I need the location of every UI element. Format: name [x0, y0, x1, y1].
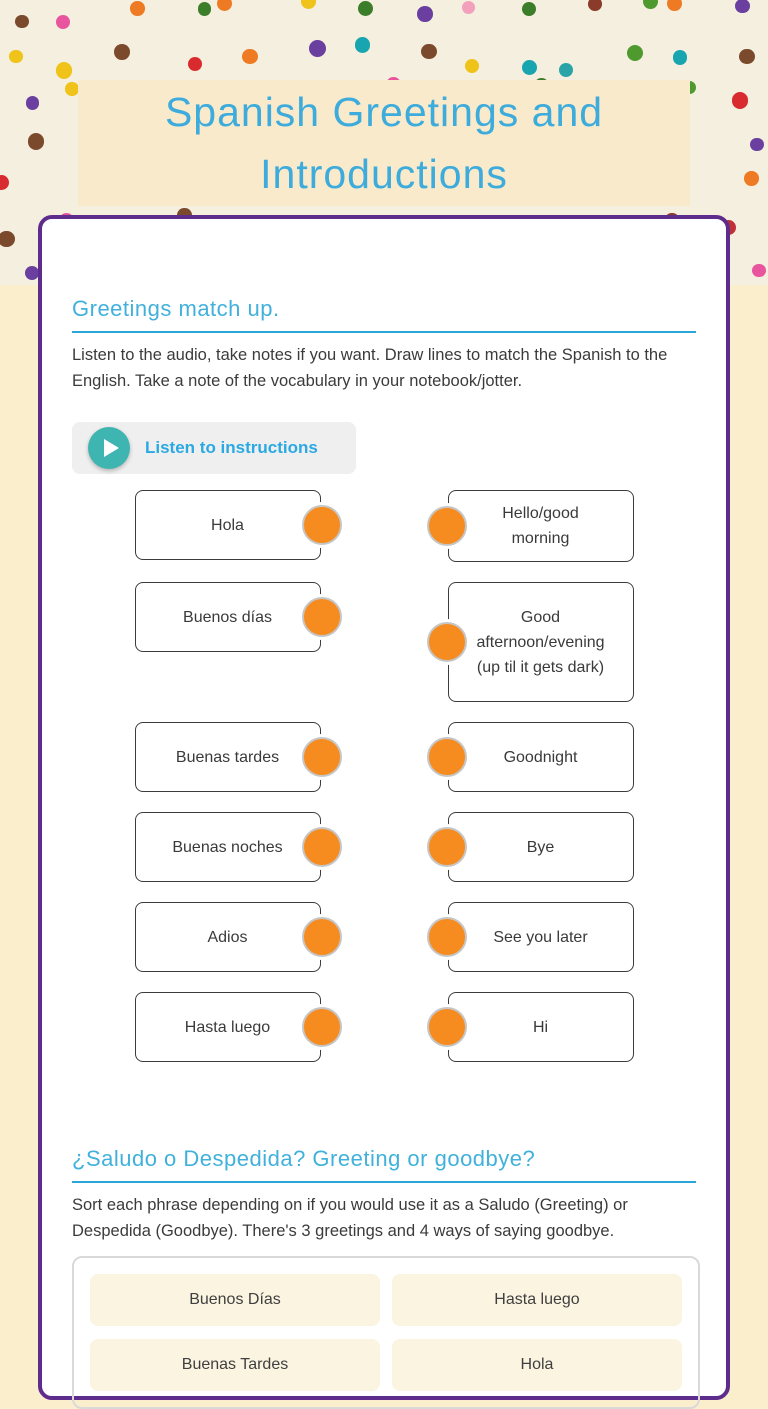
- match-term-spanish-buenos-dias[interactable]: Buenos días: [134, 582, 342, 652]
- match-instructions: Listen to the audio, take notes if you w…: [72, 346, 668, 390]
- sort-tile-buenos-dias[interactable]: Buenos Días: [90, 1274, 380, 1326]
- sort-tile-hasta-luego[interactable]: Hasta luego: [392, 1274, 682, 1326]
- match-row: Buenas noches Bye: [134, 812, 634, 882]
- match-term-english-see-you-later[interactable]: See you later: [426, 902, 634, 972]
- match-connector-dot[interactable]: [426, 737, 467, 777]
- match-area: Hola Hello/good morning Buenos días Good…: [134, 490, 634, 1062]
- section-greetings-match: Greetings match up. Listen to the audio,…: [72, 296, 696, 1062]
- match-term-label: Hello/good morning: [502, 505, 579, 547]
- sort-panel: Buenos Días Hasta luego Buenas Tardes Ho…: [72, 1256, 700, 1409]
- sort-instructions: Sort each phrase depending on if you wou…: [72, 1196, 628, 1240]
- match-row: Hola Hello/good morning: [134, 490, 634, 562]
- match-term-label: Hasta luego: [184, 1018, 271, 1036]
- match-term-english-bye[interactable]: Bye: [426, 812, 634, 882]
- match-connector-dot[interactable]: [426, 917, 467, 957]
- match-term-label: Buenas noches: [172, 838, 283, 856]
- match-connector-dot[interactable]: [301, 737, 342, 777]
- match-term-spanish-buenas-tardes[interactable]: Buenas tardes: [134, 722, 342, 792]
- section-sort: ¿Saludo o Despedida? Greeting or goodbye…: [72, 1146, 700, 1409]
- match-term-spanish-hola[interactable]: Hola: [134, 490, 342, 560]
- heading-underline: [72, 331, 696, 333]
- match-connector-dot[interactable]: [301, 1007, 342, 1047]
- match-term-label: Buenas tardes: [175, 748, 280, 766]
- page-title: Spanish Greetings and Introductions: [164, 89, 604, 197]
- match-term-english-goodnight[interactable]: Goodnight: [426, 722, 634, 792]
- match-term-spanish-buenas-noches[interactable]: Buenas noches: [134, 812, 342, 882]
- sort-tile-buenas-tardes[interactable]: Buenas Tardes: [90, 1339, 380, 1391]
- worksheet-title-banner: Spanish Greetings and Introductions: [78, 80, 690, 206]
- match-term-label: Bye: [526, 838, 555, 856]
- match-term-english-hello[interactable]: Hello/good morning: [426, 490, 634, 562]
- heading-underline: [72, 1181, 696, 1183]
- match-term-english-good-afternoon[interactable]: Good afternoon/evening (up til it gets d…: [426, 582, 634, 702]
- match-connector-dot[interactable]: [301, 827, 342, 867]
- match-connector-dot[interactable]: [426, 1007, 467, 1047]
- sort-tile-hola[interactable]: Hola: [392, 1339, 682, 1391]
- match-connector-dot[interactable]: [301, 917, 342, 957]
- match-term-spanish-hasta-luego[interactable]: Hasta luego: [134, 992, 342, 1062]
- match-row: Hasta luego Hi: [134, 992, 634, 1062]
- match-connector-dot[interactable]: [301, 505, 342, 545]
- match-term-label: Hola: [211, 516, 244, 534]
- match-term-label: Good afternoon/evening (up til it gets d…: [476, 608, 605, 676]
- audio-button-label: Listen to instructions: [145, 438, 318, 457]
- sort-tile-grid: Buenos Días Hasta luego Buenas Tardes Ho…: [90, 1274, 682, 1391]
- worksheet-card: Greetings match up. Listen to the audio,…: [38, 215, 730, 1409]
- match-connector-dot[interactable]: [426, 622, 467, 662]
- sort-section-heading: ¿Saludo o Despedida? Greeting or goodbye…: [72, 1146, 536, 1171]
- match-term-label: Hi: [532, 1018, 549, 1036]
- audio-play-button[interactable]: Listen to instructions: [72, 422, 356, 474]
- match-connector-dot[interactable]: [301, 597, 342, 637]
- match-section-heading: Greetings match up.: [72, 296, 280, 321]
- match-term-label: Buenos días: [183, 608, 272, 626]
- match-row: Adios See you later: [134, 902, 634, 972]
- match-term-label: Goodnight: [503, 748, 578, 766]
- match-term-english-hi[interactable]: Hi: [426, 992, 634, 1062]
- match-row: Buenas tardes Goodnight: [134, 722, 634, 792]
- match-term-label: See you later: [493, 928, 588, 946]
- match-term-spanish-adios[interactable]: Adios: [134, 902, 342, 972]
- match-connector-dot[interactable]: [426, 827, 467, 867]
- play-triangle-icon: [103, 439, 119, 457]
- match-row: Buenos días Good afternoon/evening (up t…: [134, 582, 634, 702]
- play-icon[interactable]: [88, 427, 130, 469]
- match-connector-dot[interactable]: [426, 506, 467, 546]
- match-term-label: Adios: [207, 928, 248, 946]
